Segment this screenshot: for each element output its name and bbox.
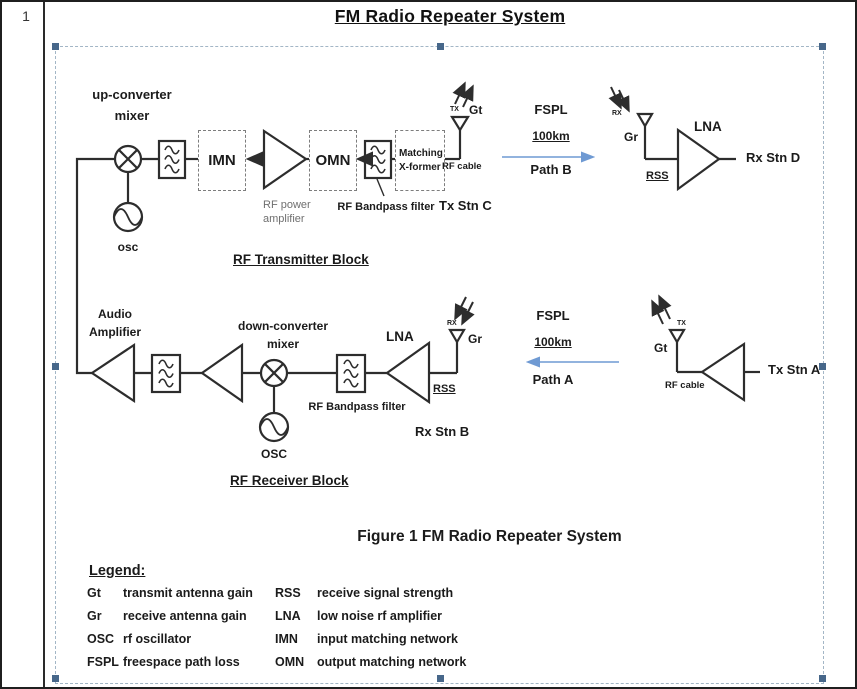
matching-xformer-box: Matching X-former <box>395 130 445 191</box>
legend-item: Gr receive antenna gain <box>87 609 247 623</box>
bandpass-callout-line <box>376 178 385 197</box>
legend-item: RSS receive signal strength <box>275 586 453 600</box>
legend-definition: transmit antenna gain <box>123 586 253 600</box>
rx-d-lna-label: LNA <box>694 119 722 134</box>
rx-d-rss-label: RSS <box>646 170 669 182</box>
tx-a-group <box>651 294 760 403</box>
tx-osc-label: osc <box>117 240 139 254</box>
rf-power-amplifier-icon <box>262 128 308 191</box>
legend-definition: receive antenna gain <box>123 609 247 623</box>
rx-block-title: RF Receiver Block <box>230 473 349 488</box>
tx-a-station-label: Tx Stn A <box>768 362 821 377</box>
up-converter-label-line2: mixer <box>114 108 150 123</box>
tx-block-title: RF Transmitter Block <box>233 252 369 267</box>
legend-item: OMN output matching network <box>275 655 466 669</box>
tx-a-gain-label: Gt <box>654 341 668 355</box>
legend-term: Gr <box>87 609 102 623</box>
rx-b-incoming-arrows <box>454 296 468 321</box>
selection-handle-middle-left[interactable] <box>52 363 59 370</box>
matching-label-line2: X-former <box>399 161 441 173</box>
legend-definition: freespace path loss <box>123 655 240 669</box>
line-number: 1 <box>22 8 30 24</box>
selection-handle-bottom-left[interactable] <box>52 675 59 682</box>
rx-d-antenna-icon <box>636 112 654 129</box>
rf-power-amplifier-label: RF power amplifier <box>263 199 311 226</box>
selection-handle-top-right[interactable] <box>819 43 826 50</box>
tx-a-tx-tag: TX <box>677 320 686 327</box>
down-converter-label-line1: down-converter <box>237 319 328 333</box>
legend-term: LNA <box>275 609 301 623</box>
legend-item: FSPL freespace path loss <box>87 655 240 669</box>
tx-a-radiation-arrows <box>651 299 665 325</box>
rx-b-rss-label: RSS <box>433 383 456 395</box>
path-a-name-label: Path A <box>532 372 574 387</box>
down-converter-label-line2: mixer <box>266 337 300 351</box>
audio-amplifier-label-line1: Audio <box>98 307 132 321</box>
legend-item: IMN input matching network <box>275 632 458 646</box>
legend-term: OMN <box>275 655 305 669</box>
legend-term: RSS <box>275 586 301 600</box>
tx-a-antenna-icon <box>668 328 686 345</box>
path-a-distance-label: 100km <box>534 335 572 349</box>
tx-a-rf-cable-label: RF cable <box>665 380 705 391</box>
legend-term: OSC <box>87 632 115 646</box>
selection-handle-bottom-middle[interactable] <box>437 675 444 682</box>
rx-bandpass-label: RF Bandpass filter <box>308 401 406 413</box>
legend-item: OSC rf oscillator <box>87 632 191 646</box>
tx-c-antenna-icon <box>450 115 470 133</box>
path-a-fspl-label: FSPL <box>536 308 570 323</box>
legend-term: FSPL <box>87 655 119 669</box>
rx-chain <box>90 296 475 443</box>
tx-c-gain-label: Gt <box>469 103 483 117</box>
tx-bandpass-label: RF Bandpass filter <box>337 201 435 213</box>
legend-term: IMN <box>275 632 298 646</box>
legend-term: Gt <box>87 586 101 600</box>
legend-item: LNA low noise rf amplifier <box>275 609 442 623</box>
selection-handle-top-middle[interactable] <box>437 43 444 50</box>
omn-box: OMN <box>309 130 357 191</box>
legend-definition: rf oscillator <box>123 632 192 646</box>
rx-d-rx-tag: RX <box>612 110 622 117</box>
path-b-fspl-label: FSPL <box>534 102 568 117</box>
rx-osc-label: OSC <box>260 447 287 461</box>
rx-d-station-label: Rx Stn D <box>746 150 801 165</box>
path-b-distance-label: 100km <box>532 129 570 143</box>
legend-definition: output matching network <box>317 655 467 669</box>
tx-c-tx-tag: TX <box>450 106 459 113</box>
legend-heading: Legend: <box>89 563 146 579</box>
matching-label-line1: Matching <box>399 148 443 159</box>
audio-amplifier-label-line2: Amplifier <box>88 325 141 339</box>
selection-handle-middle-right[interactable] <box>819 363 826 370</box>
margin-divider <box>43 2 45 687</box>
selection-handle-top-left[interactable] <box>52 43 59 50</box>
page-title: FM Radio Repeater System <box>334 6 566 26</box>
tx-c-station-label: Tx Stn C <box>439 198 492 213</box>
path-b-name-label: Path B <box>530 162 572 177</box>
rx-b-station-label: Rx Stn B <box>415 424 470 439</box>
omn-label: OMN <box>315 152 351 169</box>
rx-d-lna-icon <box>676 127 721 192</box>
legend-definition: input matching network <box>317 632 458 646</box>
tx-chain <box>112 81 474 233</box>
tx-c-rf-cable-label: RF cable <box>442 161 482 172</box>
figure-caption: Figure 1 FM Radio Repeater System <box>357 528 622 545</box>
drawing-selection-border[interactable] <box>52 43 826 684</box>
legend-item: Gt transmit antenna gain <box>87 586 253 600</box>
rx-b-antenna-icon <box>448 328 466 345</box>
imn-label: IMN <box>208 152 236 169</box>
imn-box: IMN <box>198 130 246 191</box>
rx-b-gain-label: Gr <box>468 332 483 346</box>
feedback-wire <box>75 157 115 375</box>
rx-d-gain-label: Gr <box>624 130 639 144</box>
legend-definition: low noise rf amplifier <box>317 609 443 623</box>
rx-d-group <box>608 86 736 192</box>
rx-b-lna-label: LNA <box>386 329 414 344</box>
legend-definition: receive signal strength <box>317 586 454 600</box>
rx-b-rx-tag: RX <box>447 320 457 327</box>
up-converter-label-line1: up-converter <box>92 87 172 102</box>
selection-handle-bottom-right[interactable] <box>819 675 826 682</box>
